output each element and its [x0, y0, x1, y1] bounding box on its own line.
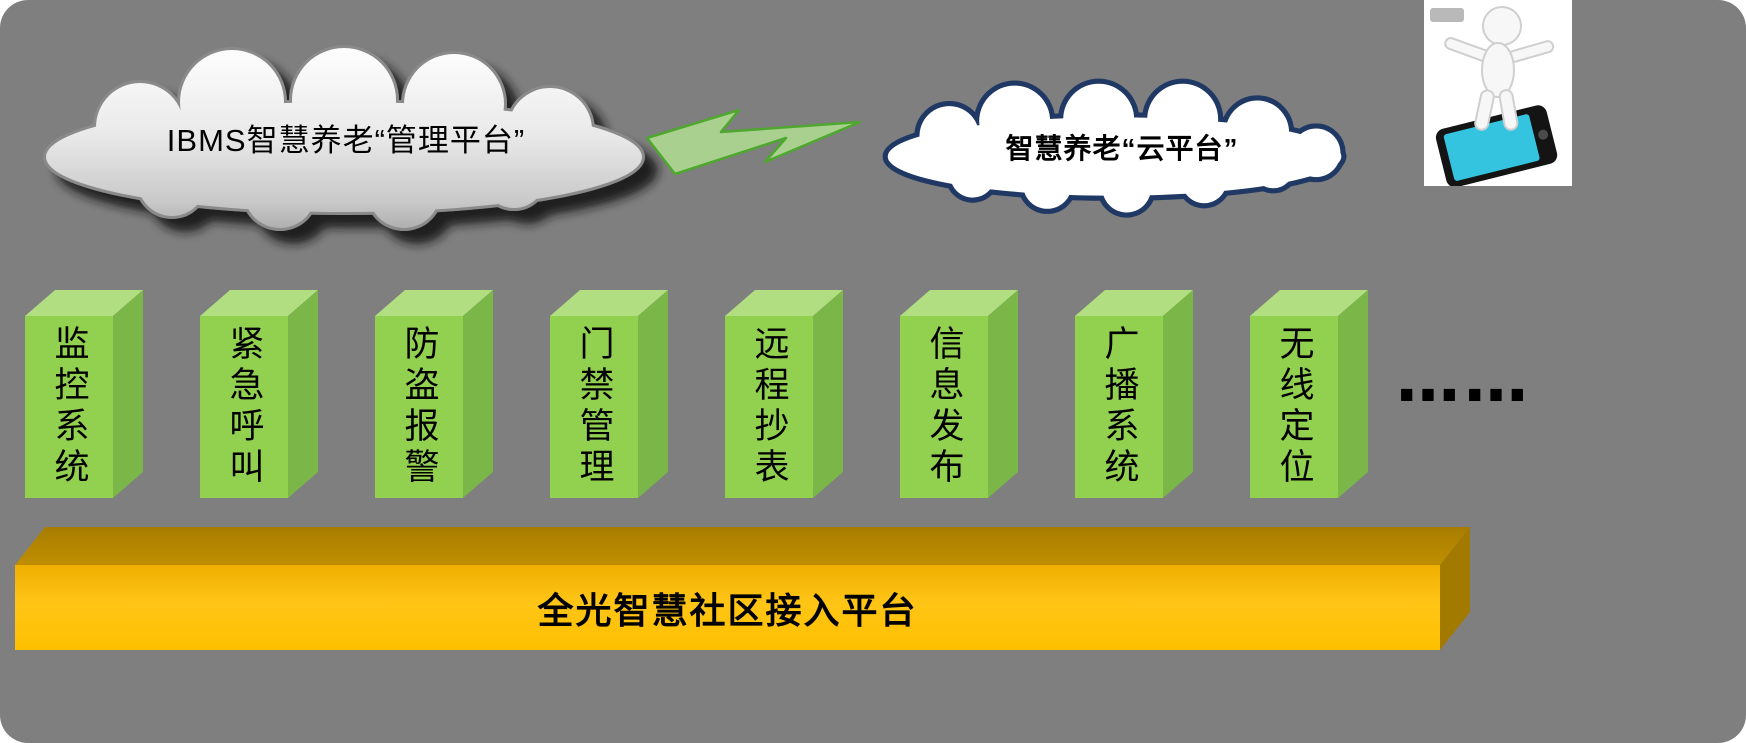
module-label: 紧急呼叫 — [224, 325, 264, 489]
module-box-side-face — [288, 290, 318, 498]
module-box-front-face: 门禁管理 — [550, 316, 638, 498]
module-list: 监控系统 紧急呼叫 防盗报警 门禁管理 — [25, 290, 1368, 498]
module-box-side-face — [988, 290, 1018, 498]
module-box-access-control: 门禁管理 — [550, 290, 668, 498]
module-box-monitoring: 监控系统 — [25, 290, 143, 498]
module-box-front-face: 紧急呼叫 — [200, 316, 288, 498]
access-platform-top-face — [15, 527, 1470, 565]
module-label: 广播系统 — [1099, 325, 1139, 489]
module-box-front-face: 广播系统 — [1075, 316, 1163, 498]
module-box-side-face — [1163, 290, 1193, 498]
lightning-bolt-icon — [645, 108, 863, 180]
module-box-front-face: 远程抄表 — [725, 316, 813, 498]
module-box-side-face — [1338, 290, 1368, 498]
management-platform-cloud: IBMS智慧养老“管理平台” — [22, 42, 670, 247]
module-box-remote-metering: 远程抄表 — [725, 290, 843, 498]
more-modules-ellipsis: …… — [1396, 343, 1532, 417]
module-box-front-face: 防盗报警 — [375, 316, 463, 498]
module-box-broadcast: 广播系统 — [1075, 290, 1193, 498]
person-on-phone-illustration — [1424, 0, 1572, 188]
module-label: 远程抄表 — [749, 325, 789, 489]
module-box-side-face — [813, 290, 843, 498]
small-tag-shape — [1430, 8, 1464, 22]
module-box-emergency-call: 紧急呼叫 — [200, 290, 318, 498]
module-label: 信息发布 — [924, 325, 964, 489]
outlined-cloud-shape — [846, 80, 1398, 220]
module-box-front-face: 无线定位 — [1250, 316, 1338, 498]
module-label: 无线定位 — [1274, 325, 1314, 489]
access-platform-front-face: 全光智慧社区接入平台 — [15, 565, 1440, 650]
module-label: 防盗报警 — [399, 325, 439, 489]
module-box-side-face — [463, 290, 493, 498]
module-box-side-face — [638, 290, 668, 498]
gray-cloud-shape — [22, 42, 670, 247]
access-platform-bar: 全光智慧社区接入平台 — [15, 527, 1470, 650]
cloud-platform-cloud: 智慧养老“云平台” — [846, 80, 1398, 220]
smartphone-icon — [1435, 105, 1558, 188]
module-box-wireless-location: 无线定位 — [1250, 290, 1368, 498]
module-box-front-face: 信息发布 — [900, 316, 988, 498]
module-box-side-face — [113, 290, 143, 498]
white-figure-icon — [1444, 6, 1555, 131]
module-label: 监控系统 — [49, 325, 89, 489]
module-box-burglar-alarm: 防盗报警 — [375, 290, 493, 498]
module-box-front-face: 监控系统 — [25, 316, 113, 498]
module-label: 门禁管理 — [574, 325, 614, 489]
module-box-info-publishing: 信息发布 — [900, 290, 1018, 498]
access-platform-label: 全光智慧社区接入平台 — [537, 589, 918, 631]
